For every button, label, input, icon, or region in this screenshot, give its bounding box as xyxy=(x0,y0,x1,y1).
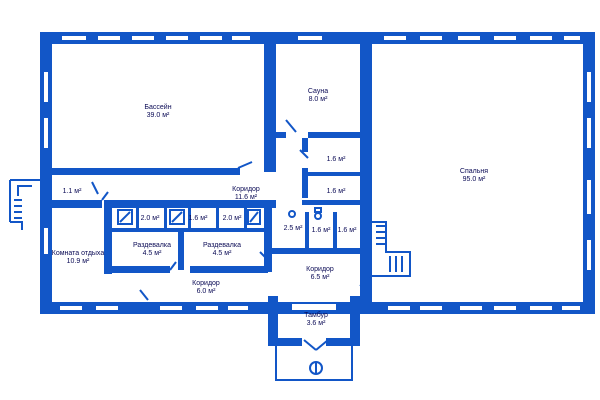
right-stairs-icon xyxy=(372,221,411,277)
room-locker-1-name: Раздевалка xyxy=(132,242,172,249)
room-corridor-3-label: Коридор 6.5 м² xyxy=(306,266,334,282)
room-sauna-name: Сауна xyxy=(307,88,329,95)
wall-shower-v1 xyxy=(136,208,139,228)
room-corridor-3-area: 6.5 м² xyxy=(310,274,330,281)
room-bedroom-name: Спальня xyxy=(459,168,489,175)
wall-locker-mid xyxy=(178,230,184,270)
wall-rest-right xyxy=(104,200,112,274)
room-corridor-1-area: 11.6 м² xyxy=(234,194,258,201)
wall-shower-v2 xyxy=(164,208,167,228)
wall-pool-bottom xyxy=(52,168,240,175)
room-bedroom-label: Спальня 95.0 м² xyxy=(460,168,488,184)
wall-shower-v4 xyxy=(216,208,219,228)
wall-corridor-bottom xyxy=(52,200,102,208)
vestibule-bottom-l xyxy=(268,338,302,346)
room-locker-2-label: Раздевалка 4.5 м² xyxy=(203,242,241,258)
wall-right xyxy=(583,32,595,314)
room-pool-name: Бассейн xyxy=(144,104,172,111)
door-swings xyxy=(91,119,371,351)
left-stairs-icon xyxy=(9,179,40,230)
area-label-6: 1.6 м² xyxy=(311,227,331,234)
room-corridor-1-name: Коридор xyxy=(232,186,260,193)
wall-wc-lower xyxy=(272,248,360,254)
room-corridor-1-label: Коридор 11.6 м² xyxy=(232,186,260,202)
room-locker-2-area: 4.5 м² xyxy=(212,250,232,257)
toilet-icon xyxy=(288,207,322,220)
area-label-8: 1.6 м² xyxy=(326,156,346,163)
wall-locker-bottom xyxy=(104,266,170,273)
wall-wc-h2 xyxy=(302,200,360,205)
room-vestibule-area: 3.6 м² xyxy=(306,320,326,327)
area-label-5: 2.5 м² xyxy=(283,225,303,232)
room-locker-2-name: Раздевалка xyxy=(202,242,242,249)
shower-icon xyxy=(117,209,261,225)
wall-wc-vert-2 xyxy=(302,168,308,198)
vestibule-left xyxy=(268,296,278,346)
area-label-3: 1.6 м² xyxy=(188,215,208,222)
room-pool-label: Бассейн 39.0 м² xyxy=(144,104,171,120)
wall-shower-v3 xyxy=(188,208,191,228)
windows-bottom xyxy=(60,306,580,310)
wall-shower-v5 xyxy=(244,208,247,228)
room-rest-name: Комната отдыха xyxy=(51,250,105,257)
area-label-7: 1.6 м² xyxy=(337,227,357,234)
wall-wc-h1 xyxy=(308,172,360,176)
room-locker-1-label: Раздевалка 4.5 м² xyxy=(133,242,171,258)
room-sauna-area: 8.0 м² xyxy=(308,96,328,103)
room-vestibule-label: Тамбур 3.6 м² xyxy=(304,312,328,328)
wall-sauna-bottom-2 xyxy=(308,132,360,138)
wall-pool-right xyxy=(264,32,276,172)
room-pool-area: 39.0 м² xyxy=(146,112,170,119)
wall-locker-bottom-2 xyxy=(190,266,268,273)
vestibule-right xyxy=(350,296,360,346)
wall-corridor-bottom-2 xyxy=(110,200,276,208)
area-label-1: 1.1 м² xyxy=(62,188,82,195)
room-rest-label: Комната отдыха 10.9 м² xyxy=(52,250,105,266)
room-bedroom-area: 95.0 м² xyxy=(462,176,486,183)
wall-locker-right xyxy=(264,200,272,272)
wall-left xyxy=(40,32,52,314)
area-label-9: 1.6 м² xyxy=(326,188,346,195)
wall-wc-lower-vert xyxy=(305,212,309,248)
vestibule-bottom-r xyxy=(326,338,360,346)
wall-wc-lower-vert-2 xyxy=(333,212,337,248)
room-sauna-label: Сауна 8.0 м² xyxy=(308,88,328,104)
room-vestibule-name: Тамбур xyxy=(304,312,328,319)
area-label-4: 2.0 м² xyxy=(222,215,242,222)
wall-sauna-bottom xyxy=(276,132,286,138)
room-rest-area: 10.9 м² xyxy=(66,258,90,265)
windows-top xyxy=(62,36,580,40)
wall-bedroom-left xyxy=(360,32,372,302)
area-label-2: 2.0 м² xyxy=(140,215,160,222)
room-corridor-2-name: Коридор xyxy=(192,280,220,287)
windows-side xyxy=(44,72,591,270)
room-locker-1-area: 4.5 м² xyxy=(142,250,162,257)
room-corridor-3-name: Коридор xyxy=(306,266,334,273)
room-corridor-2-label: Коридор 6.0 м² xyxy=(192,280,220,296)
wall-wc-vert xyxy=(302,138,308,152)
wall-shower-row xyxy=(112,228,264,232)
room-corridor-2-area: 6.0 м² xyxy=(196,288,216,295)
entrance-porch xyxy=(275,346,353,381)
